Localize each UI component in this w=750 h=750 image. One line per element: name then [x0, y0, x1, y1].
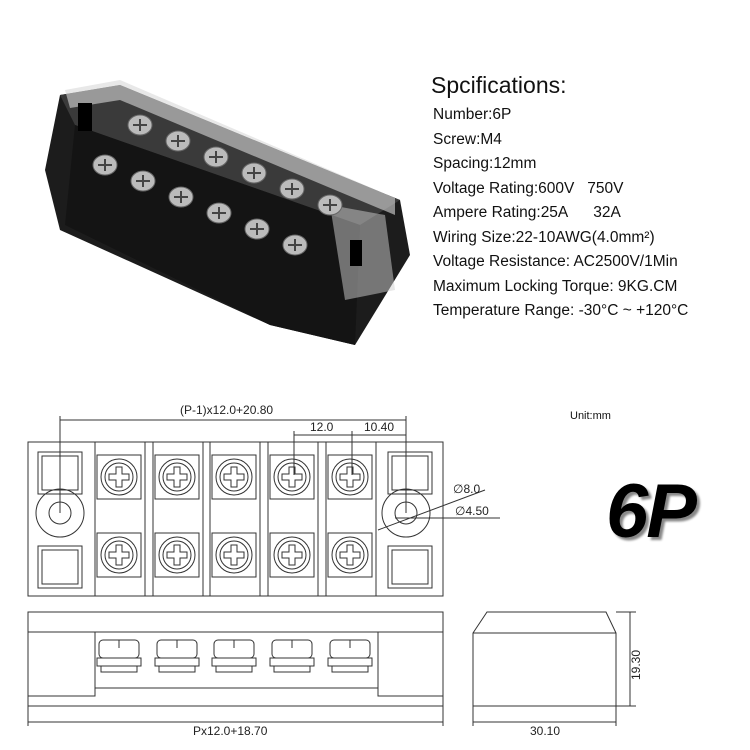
screw-icon: [279, 178, 305, 200]
screw-icon: [241, 162, 267, 184]
terminal-screw-drawing: [211, 454, 257, 500]
spec-item: Number:6P: [433, 106, 512, 123]
screw-icon: [282, 234, 308, 256]
terminal-screw-drawing: [269, 532, 315, 578]
specifications-title: Spcifications:: [431, 72, 567, 98]
unit-label: Unit:mm: [570, 410, 611, 422]
screw-icon: [168, 186, 194, 208]
terminal-screw-side: [154, 639, 200, 673]
spec-item: Maximum Locking Torque: 9KG.CM: [433, 277, 678, 295]
spec-item: Voltage Rating:600V 750V: [433, 179, 624, 197]
terminal-screw-drawing: [154, 532, 200, 578]
top-view: [27, 416, 500, 597]
screw-icon: [92, 154, 118, 176]
dim-hole-diameter: ∅4.50: [455, 504, 489, 518]
spec-item: Wiring Size:22-10AWG(4.0mm²): [433, 228, 655, 246]
terminal-screw-drawing: [327, 532, 373, 578]
spec-item: Ampere Rating:25A 32A: [433, 204, 621, 221]
dim-mounting-span: (P-1)x12.0+20.80: [180, 403, 273, 417]
terminal-screw-side: [211, 639, 257, 673]
screw-icon: [206, 202, 232, 224]
terminal-screw-side: [96, 639, 142, 673]
terminal-screw-drawing: [269, 454, 315, 500]
screw-icon: [244, 218, 270, 240]
spec-item: Temperature Range: -30°C ~ +120°C: [433, 302, 689, 319]
dim-pitch: 12.0: [310, 420, 334, 434]
spec-item: Screw:M4: [433, 130, 502, 148]
dim-height: 19.30: [629, 650, 643, 680]
terminal-screw-side: [269, 639, 315, 673]
screw-icon: [130, 170, 156, 192]
terminal-screw-drawing: [96, 454, 142, 500]
front-view: [27, 611, 444, 726]
terminal-screw-drawing: [327, 454, 373, 500]
terminal-screws: [92, 114, 343, 256]
terminal-screw-drawing: [96, 532, 142, 578]
screw-icon: [203, 146, 229, 168]
terminal-screw-side: [327, 639, 373, 673]
screw-icon: [317, 194, 343, 216]
dim-width: 30.10: [530, 724, 560, 738]
terminal-screw-drawing: [154, 454, 200, 500]
side-view: [472, 611, 636, 726]
terminal-screw-drawing: [211, 532, 257, 578]
spec-item: Voltage Resistance: AC2500V/1Min: [433, 253, 678, 270]
dim-outer-diameter: ∅8.0: [453, 482, 480, 496]
screw-icon: [165, 130, 191, 152]
dim-length: Px12.0+18.70: [193, 724, 268, 738]
spec-item: Spacing:12mm: [433, 155, 537, 172]
dim-end-offset: 10.40: [364, 420, 394, 434]
screw-icon: [127, 114, 153, 136]
model-label: 6P: [606, 469, 697, 554]
